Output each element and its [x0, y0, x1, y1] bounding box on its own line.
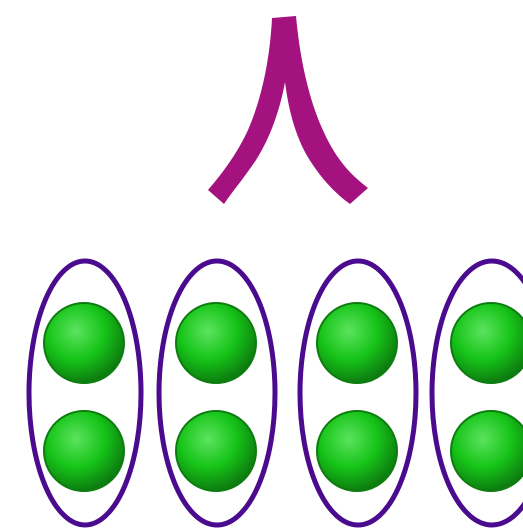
- dot-groups: [29, 261, 523, 525]
- green-dot: [44, 303, 124, 383]
- arabic-numeral-eight: [208, 16, 368, 204]
- green-dot: [317, 303, 397, 383]
- green-dot: [317, 411, 397, 491]
- green-dot: [176, 303, 256, 383]
- dot-group: [29, 261, 141, 525]
- dot-group: [159, 261, 275, 525]
- dot-group: [432, 261, 523, 525]
- green-dot: [451, 411, 523, 491]
- green-dot: [176, 411, 256, 491]
- green-dot: [451, 303, 523, 383]
- dot-group: [300, 261, 416, 525]
- green-dot: [44, 411, 124, 491]
